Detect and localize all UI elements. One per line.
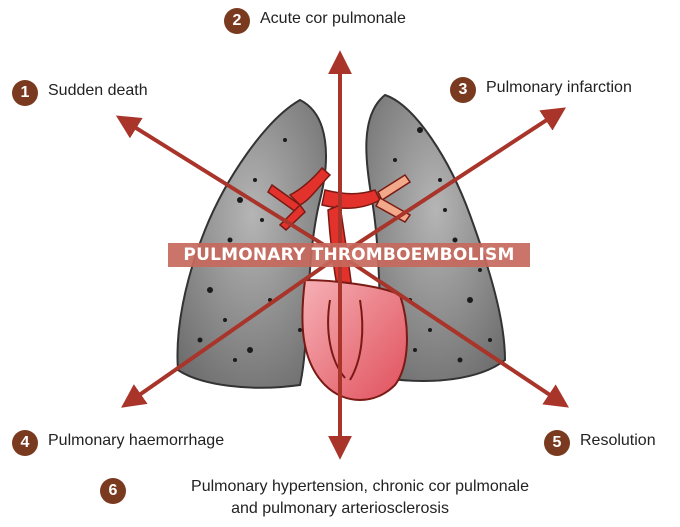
outcome-4-label: Pulmonary haemorrhage [48, 432, 224, 450]
outcome-5-label: Resolution [580, 432, 656, 450]
outcome-4-badge: 4 [12, 430, 38, 456]
outcome-3-badge: 3 [450, 77, 476, 103]
heart [302, 280, 407, 400]
outcome-6-line-1: Pulmonary hypertension, chronic cor pulm… [0, 476, 680, 498]
outcome-6-line-2: and pulmonary arteriosclerosis [0, 498, 680, 520]
outcome-2-badge: 2 [224, 8, 250, 34]
outcome-2-label: Acute cor pulmonale [260, 10, 406, 28]
outcome-1-label: Sudden death [48, 82, 148, 100]
outcome-3-label: Pulmonary infarction [486, 79, 632, 97]
outcome-5-badge: 5 [544, 430, 570, 456]
outcome-6-text: Pulmonary hypertension, chronic cor pulm… [0, 476, 680, 520]
outcome-1-badge: 1 [12, 80, 38, 106]
center-title: PULMONARY THROMBOEMBOLISM [168, 243, 530, 267]
